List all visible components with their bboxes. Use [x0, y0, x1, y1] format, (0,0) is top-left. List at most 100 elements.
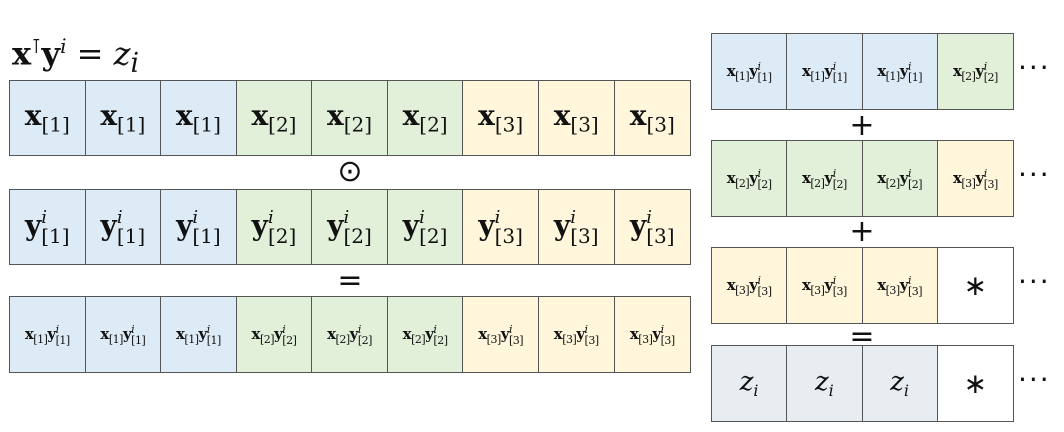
x-symbol: x — [629, 99, 647, 133]
y-superscript: i — [660, 322, 665, 336]
x-symbol: x — [175, 324, 185, 343]
y-index: [3] — [660, 333, 676, 347]
y-index: [2] — [357, 333, 373, 347]
x-symbol: x — [877, 61, 886, 80]
title-x: x — [12, 34, 32, 73]
padding-cell: ∗ — [937, 346, 1013, 421]
y-index: [1] — [55, 333, 71, 347]
y-symbol: y — [824, 168, 833, 187]
y-symbol: y — [899, 168, 909, 187]
x-symbol: x — [629, 324, 639, 343]
x-cell: x[1] — [85, 81, 162, 155]
y-index: [1] — [757, 70, 772, 84]
y-index: [3] — [983, 177, 999, 191]
y-symbol: y — [478, 208, 495, 242]
y-symbol: y — [629, 208, 647, 242]
x-symbol: x — [877, 275, 886, 294]
title-z-sub: i — [130, 48, 140, 80]
x-symbol: x — [726, 61, 736, 80]
z-cell: zi — [712, 346, 788, 421]
ellipsis-2: ··· — [1018, 158, 1051, 191]
y-superscript: i — [357, 322, 362, 336]
y-superscript: i — [131, 322, 135, 336]
x-symbol: x — [327, 324, 336, 343]
x-index: [1] — [810, 69, 825, 83]
z-index: i — [903, 381, 910, 401]
y-index: [1] — [41, 224, 70, 249]
y-scripts: i[1] — [41, 209, 70, 249]
y-symbol: y — [500, 324, 510, 343]
y-superscript: i — [282, 322, 286, 336]
y-superscript: i — [55, 322, 60, 336]
x-symbol: x — [251, 324, 261, 343]
hadamard-operator: ⊙ — [337, 154, 363, 189]
y-superscript: i — [757, 273, 761, 287]
x-cell: x[3] — [614, 81, 691, 155]
x-cell: x[3] — [463, 81, 539, 155]
title-equals: = — [66, 34, 114, 73]
y-index: [2] — [433, 333, 448, 347]
x-index: [2] — [411, 332, 426, 346]
y-symbol: y — [47, 324, 56, 343]
x-symbol: x — [553, 324, 563, 343]
z-index: i — [753, 381, 759, 401]
z-cell: zi — [787, 346, 863, 421]
y-scripts: i[1] — [907, 59, 923, 83]
y-symbol: y — [176, 208, 193, 242]
y-superscript: i — [907, 59, 912, 73]
y-scripts: i[3] — [585, 324, 600, 346]
x-symbol: x — [801, 275, 811, 294]
y-superscript: i — [192, 207, 199, 229]
plus-operator-1: + — [849, 108, 875, 143]
x-index: [2] — [268, 112, 297, 137]
x-index: [2] — [961, 69, 976, 83]
x-index: [3] — [961, 176, 976, 190]
y-superscript: i — [116, 207, 123, 229]
x-symbol: x — [24, 324, 34, 343]
y-symbol: y — [402, 208, 420, 242]
x-index: [1] — [184, 332, 199, 346]
y-scripts: i[2] — [833, 168, 848, 190]
x-symbol: x — [100, 99, 118, 133]
y-symbol: y — [349, 324, 359, 343]
y-scripts: i[1] — [192, 207, 220, 247]
y-superscript: i — [646, 207, 652, 229]
y-symbol: y — [553, 208, 571, 242]
x-index: [1] — [735, 69, 750, 83]
x-term: x[3] — [478, 99, 523, 137]
y-superscript: i — [508, 322, 513, 336]
x-term: x[1] — [25, 99, 70, 137]
x-symbol: x — [801, 168, 811, 187]
y-index: [1] — [131, 333, 146, 347]
x-index: [1] — [108, 332, 124, 346]
y-scripts: i[2] — [268, 209, 296, 247]
y-symbol: y — [824, 275, 833, 294]
x-term: x[3] — [630, 99, 675, 137]
y-symbol: y — [122, 324, 132, 343]
